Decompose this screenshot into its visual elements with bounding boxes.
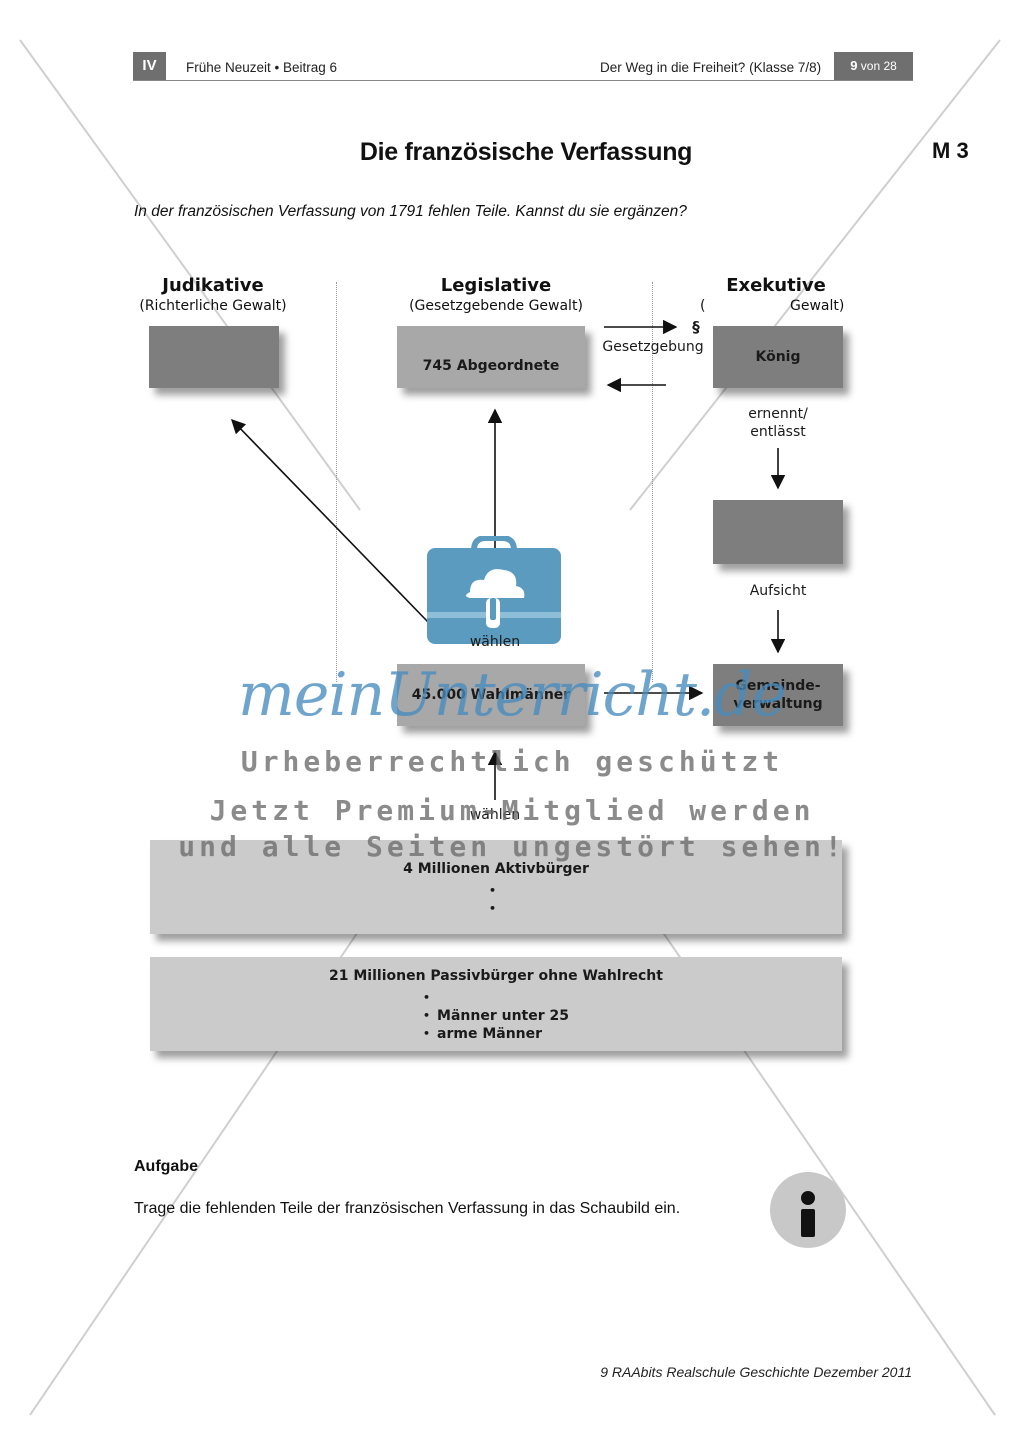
judikative-arrow [230,418,429,623]
passivbuerger-heading: 21 Millionen Passivbürger ohne Wahlrecht [329,968,663,984]
aufsicht-label: Aufsicht [749,583,807,599]
footer: 9 RAAbits Realschule Geschichte Dezember… [600,1364,912,1380]
list-item [489,900,503,918]
section-badge: IV [133,52,166,80]
list-item: Männer unter 25 [423,1007,569,1025]
judikative-box-empty [149,326,279,388]
heading-judikative: Judikative [162,275,264,296]
sub-legislative: (Gesetzgebende Gewalt) [409,298,583,314]
exekutive-box-empty [713,500,843,564]
unit-title: Der Weg in die Freiheit? (Klasse 7/8) [600,60,822,75]
column-divider-left [336,282,337,682]
list-item: arme Männer [423,1025,569,1043]
watermark-copyright: Urheberrechtlich geschützt [240,745,784,778]
info-icon [770,1172,846,1248]
waehlen-lower-label: wählen [469,807,521,823]
watermark-premium: Jetzt Premium-Mitglied werden [209,794,815,827]
series-label: Frühe Neuzeit • Beitrag 6 [186,60,338,75]
passivbuerger-list: Männer unter 25 arme Männer [423,989,569,1043]
aktivbuerger-heading: 4 Millionen Aktivbürger [403,861,589,877]
list-item [489,882,503,900]
list-item [423,989,569,1007]
heading-exekutive: Exekutive [726,275,826,296]
koenig-box: König [713,326,843,388]
law-symbol: § [692,318,700,336]
page-total: von 28 [860,59,897,73]
watermark-pages: und alle Seiten ungestört sehen! [178,830,846,863]
aktivbuerger-box: 4 Millionen Aktivbürger [150,840,842,934]
gesetzgebung-label: Gesetzgebung [602,339,704,355]
sub-judikative: (Richterliche Gewalt) [139,298,287,314]
waehlen-upper-label: wählen [469,634,521,650]
passivbuerger-box: 21 Millionen Passivbürger ohne Wahlrecht… [150,957,842,1051]
briefcase-icon [427,536,561,644]
column-divider-right [652,282,653,682]
intro-text: In der französischen Verfassung von 1791… [134,203,687,220]
wahlmaenner-box: 45.000 Wahlmänner [397,664,585,726]
task-heading: Aufgabe [134,1158,198,1175]
aktivbuerger-list [489,882,503,918]
sub-exekutive-close: Gewalt) [790,298,845,314]
header-rule [133,80,913,81]
legislative-box: 745 Abgeordnete [397,326,585,388]
task-text: Trage die fehlenden Teile der französisc… [134,1200,681,1217]
gemeinde-box: Gemeinde- verwaltung [713,664,843,726]
heading-legislative: Legislative [440,275,552,296]
page-indicator: 9 von 28 [834,52,913,80]
sub-exekutive-open: ( [700,298,706,314]
page-title: Die französische Verfassung [359,138,693,166]
page-number: 9 [850,58,858,73]
ernennt-label: ernennt/ entlässt [748,406,808,441]
watermark-logo: meinUnterricht.de [238,660,787,730]
material-label: M 3 [932,138,969,163]
